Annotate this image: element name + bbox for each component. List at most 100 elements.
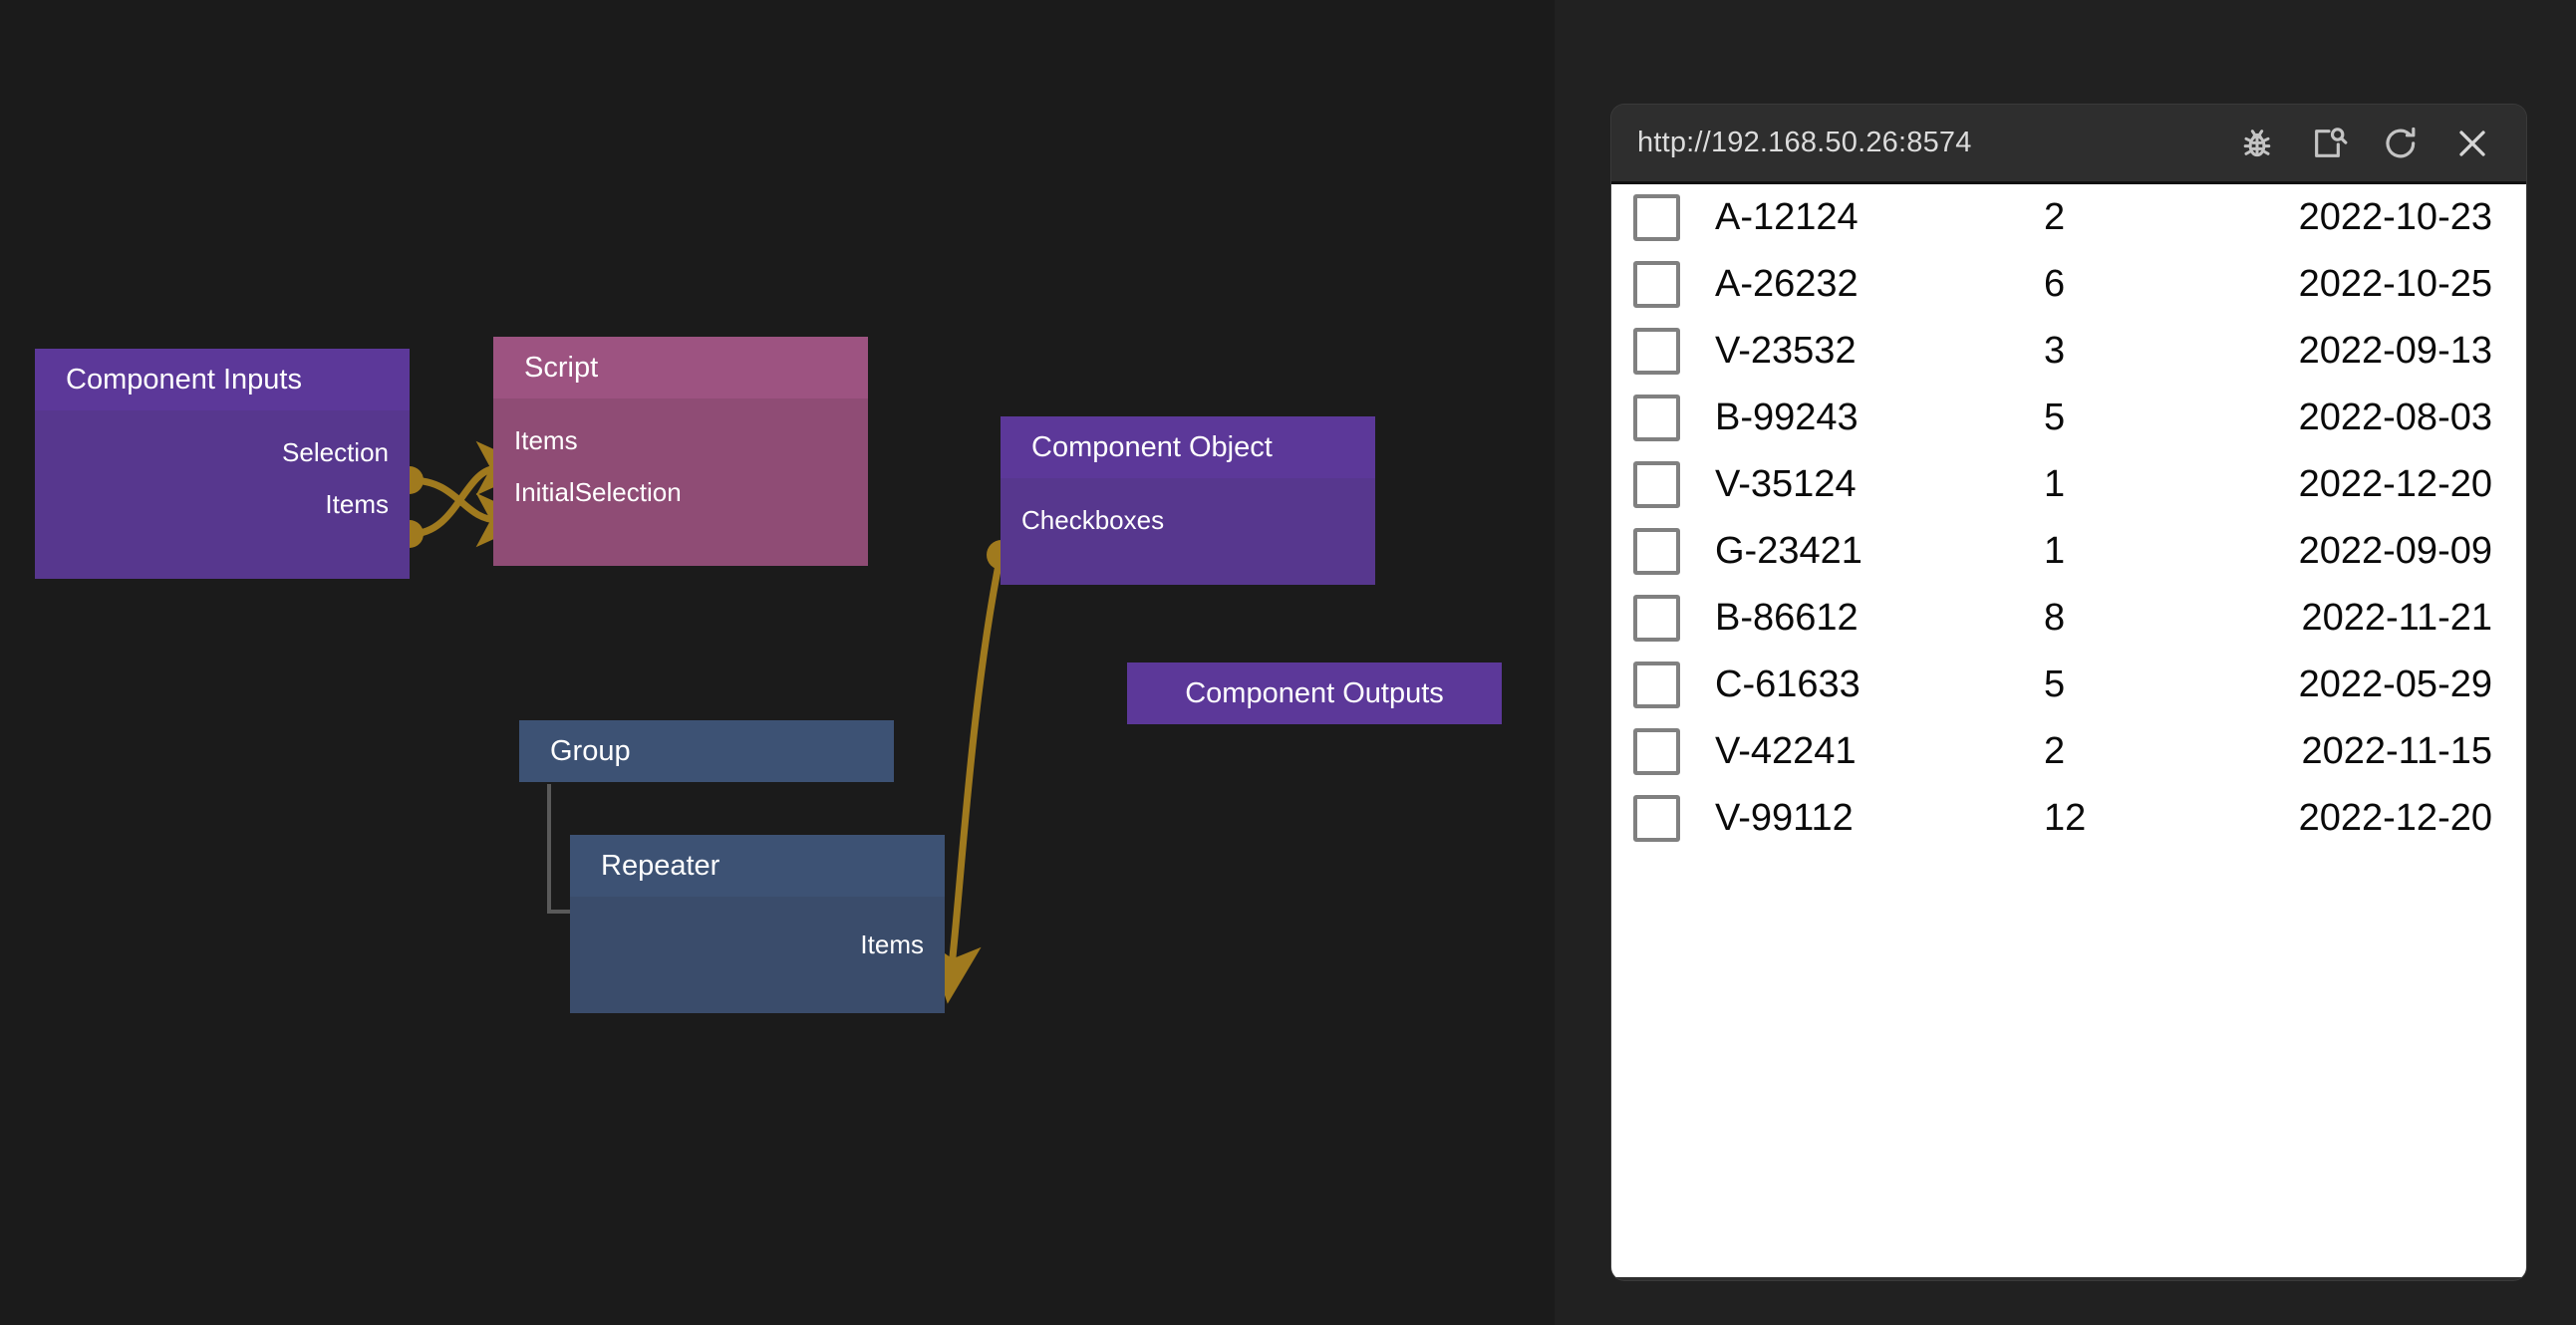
node-header-component-inputs: Component Inputs <box>35 349 410 410</box>
row-checkbox-cell[interactable] <box>1611 318 1715 385</box>
node-group[interactable]: Group <box>519 720 894 782</box>
port-label: Items <box>514 425 578 455</box>
table-row[interactable]: C-61633 5 2022-05-29 <box>1611 652 2526 718</box>
url-label[interactable]: http://192.168.50.26:8574 <box>1637 127 1972 158</box>
node-script[interactable]: Script Items InitialSelection <box>493 337 868 566</box>
row-quantity: 1 <box>2044 530 2066 572</box>
node-title: Component Outputs <box>1185 676 1444 709</box>
row-date: 2022-10-23 <box>2298 196 2492 238</box>
node-title: Script <box>524 351 599 384</box>
row-checkbox-cell[interactable] <box>1611 585 1715 652</box>
port-selection-out[interactable]: Selection <box>35 426 410 478</box>
page-search-icon[interactable] <box>2301 116 2357 171</box>
node-body-repeater: Items <box>570 897 945 1013</box>
checkbox-A-26232[interactable] <box>1633 261 1680 308</box>
node-body-component-object: Checkboxes <box>1001 478 1375 585</box>
checkbox-V-42241[interactable] <box>1633 728 1680 775</box>
port-label: Selection <box>282 437 389 467</box>
row-code: V-99112 <box>1715 797 1854 839</box>
row-checkbox-cell[interactable] <box>1611 718 1715 785</box>
checkbox-V-99112[interactable] <box>1633 795 1680 842</box>
row-date: 2022-09-13 <box>2298 330 2492 372</box>
node-header-component-object: Component Object <box>1001 416 1375 478</box>
row-quantity: 3 <box>2044 330 2066 372</box>
row-checkbox-cell[interactable] <box>1611 652 1715 718</box>
node-graph[interactable]: Component Inputs Selection Items Script … <box>0 0 1555 1325</box>
row-date: 2022-09-09 <box>2298 530 2492 572</box>
port-label: Items <box>860 929 924 959</box>
checkbox-V-35124[interactable] <box>1633 461 1680 508</box>
row-quantity: 2 <box>2044 730 2066 772</box>
row-checkbox-cell[interactable] <box>1611 785 1715 852</box>
port-repeater-items-in[interactable]: Items <box>570 919 945 970</box>
row-date: 2022-11-15 <box>2301 730 2492 772</box>
reload-icon[interactable] <box>2373 116 2429 171</box>
table-row[interactable]: V-42241 2 2022-11-15 <box>1611 718 2526 785</box>
row-checkbox-cell[interactable] <box>1611 385 1715 451</box>
port-label: Items <box>325 489 389 519</box>
port-checkboxes-out[interactable]: Checkboxes <box>1001 494 1375 546</box>
checkbox-C-61633[interactable] <box>1633 662 1680 708</box>
row-quantity: 8 <box>2044 597 2066 639</box>
port-initialselection-in[interactable]: InitialSelection <box>493 466 868 518</box>
port-items-out[interactable]: Items <box>35 478 410 530</box>
node-repeater[interactable]: Repeater Items <box>570 835 945 1013</box>
row-code: C-61633 <box>1715 663 1860 705</box>
browser-preview-window[interactable]: http://192.168.50.26:8574 <box>1611 105 2526 1280</box>
node-title: Group <box>550 734 631 767</box>
row-code: V-23532 <box>1715 330 1857 372</box>
row-code: V-42241 <box>1715 730 1857 772</box>
node-component-outputs[interactable]: Component Outputs <box>1127 662 1502 724</box>
node-title: Component Inputs <box>66 363 302 396</box>
table-row[interactable]: V-35124 1 2022-12-20 <box>1611 451 2526 518</box>
group-repeater-tree-connector <box>547 784 573 914</box>
wire-items-to-items <box>410 440 536 538</box>
port-label: Checkboxes <box>1021 505 1165 535</box>
browser-toolbar: http://192.168.50.26:8574 <box>1611 105 2526 184</box>
node-title: Component Object <box>1031 430 1273 463</box>
port-items-in[interactable]: Items <box>493 414 868 466</box>
node-body-component-inputs: Selection Items <box>35 410 410 579</box>
checkbox-V-23532[interactable] <box>1633 328 1680 375</box>
wire-checkboxes-to-repeater-items <box>927 554 1004 1004</box>
row-checkbox-cell[interactable] <box>1611 451 1715 518</box>
row-date: 2022-05-29 <box>2298 663 2492 705</box>
row-quantity: 2 <box>2044 196 2066 238</box>
row-checkbox-cell[interactable] <box>1611 518 1715 585</box>
row-code: V-35124 <box>1715 463 1857 505</box>
row-quantity: 12 <box>2044 797 2087 839</box>
checkbox-A-12124[interactable] <box>1633 194 1680 241</box>
table-row[interactable]: V-23532 3 2022-09-13 <box>1611 318 2526 385</box>
row-code: G-23421 <box>1715 530 1862 572</box>
row-code: A-26232 <box>1715 263 1859 305</box>
row-quantity: 5 <box>2044 663 2066 705</box>
close-icon[interactable] <box>2444 116 2500 171</box>
table-row[interactable]: G-23421 1 2022-09-09 <box>1611 518 2526 585</box>
row-quantity: 1 <box>2044 463 2066 505</box>
table-row[interactable]: A-12124 2 2022-10-23 <box>1611 184 2526 251</box>
row-checkbox-cell[interactable] <box>1611 184 1715 251</box>
table-row[interactable]: V-99112 12 2022-12-20 <box>1611 785 2526 852</box>
node-component-inputs[interactable]: Component Inputs Selection Items <box>35 349 410 579</box>
row-code: B-99243 <box>1715 397 1859 438</box>
checkbox-B-99243[interactable] <box>1633 395 1680 441</box>
row-code: A-12124 <box>1715 196 1859 238</box>
node-header-script: Script <box>493 337 868 398</box>
node-title: Repeater <box>601 849 720 882</box>
row-date: 2022-12-20 <box>2298 463 2492 505</box>
row-date: 2022-11-21 <box>2301 597 2492 639</box>
node-component-object[interactable]: Component Object Checkboxes <box>1001 416 1375 585</box>
checkbox-B-86612[interactable] <box>1633 595 1680 642</box>
row-date: 2022-12-20 <box>2298 797 2492 839</box>
checkbox-G-23421[interactable] <box>1633 528 1680 575</box>
row-checkbox-cell[interactable] <box>1611 251 1715 318</box>
bug-icon[interactable] <box>2229 116 2285 171</box>
row-quantity: 6 <box>2044 263 2066 305</box>
